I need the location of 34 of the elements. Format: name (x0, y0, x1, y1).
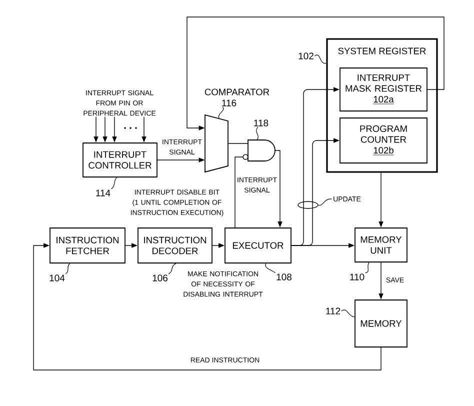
register-box: INTERRUPT MASK REGISTER 102a (340, 68, 428, 112)
leader-line (65, 263, 70, 274)
reference-number: 116 (222, 100, 236, 106)
reference-number: 102 (298, 52, 314, 60)
leader-line (218, 106, 224, 118)
process-box: MEMORY UNIT (354, 228, 408, 262)
reference-number: 106 (152, 274, 168, 282)
connector-line (234, 156, 244, 228)
leader-line (364, 262, 370, 274)
reference-number: 114 (96, 190, 110, 196)
arrow (186, 16, 444, 130)
memory-box: MEMORY (354, 300, 408, 348)
and-gate (242, 140, 276, 162)
reference-number: 104 (50, 274, 65, 282)
arrow (33, 243, 382, 370)
leader-line (340, 310, 355, 318)
leader-line (110, 177, 118, 190)
reference-number: 108 (276, 274, 292, 280)
leader-line (256, 126, 258, 140)
ellipse-mark (298, 201, 318, 209)
process-box: INSTRUCTION FETCHER (50, 228, 126, 264)
leader-line (265, 263, 276, 274)
connector-line (228, 143, 248, 144)
process-box: EXECUTOR (224, 228, 292, 264)
reference-number: 110 (350, 274, 364, 280)
leader-line (318, 198, 332, 206)
leader-line (314, 54, 326, 64)
process-box: INSTRUCTION DECODER (138, 228, 212, 264)
leader-line (168, 263, 176, 274)
process-box: INTERRUPT CONTROLLER (82, 142, 158, 178)
reference-number: 112 (326, 308, 340, 314)
reference-number: 118 (254, 120, 268, 126)
register-box: PROGRAM COUNTER 102b (340, 118, 428, 164)
node-label: COMPARATOR (204, 88, 270, 96)
